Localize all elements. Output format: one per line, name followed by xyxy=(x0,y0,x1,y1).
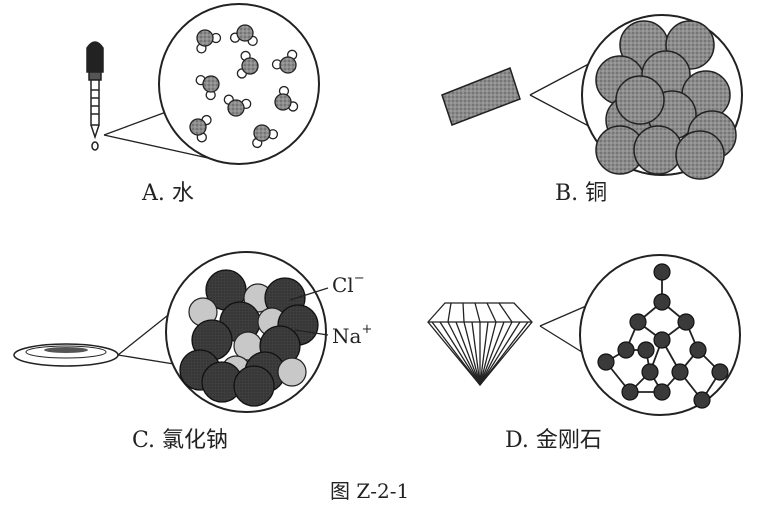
carbon-lattice xyxy=(597,263,729,409)
salt-dish-icon xyxy=(13,343,119,367)
panel-d-diamond: D. 金刚石 xyxy=(427,254,741,453)
carbon-atom xyxy=(653,293,671,311)
oxygen-atom xyxy=(236,24,254,42)
carbon-atom xyxy=(629,313,647,331)
oxygen-atom xyxy=(279,56,297,74)
carbon-atom xyxy=(653,383,671,401)
oxygen-atom xyxy=(253,124,271,142)
oxygen-atom xyxy=(241,57,259,75)
water-molecule xyxy=(196,29,222,54)
copper-atoms xyxy=(595,20,737,180)
sodium-ion xyxy=(277,357,307,387)
copper-atom xyxy=(633,125,683,175)
water-molecule xyxy=(252,124,279,149)
water-molecule xyxy=(274,85,299,112)
carbon-atom xyxy=(711,363,729,381)
oxygen-atom xyxy=(274,93,292,111)
carbon-atom xyxy=(637,341,655,359)
diamond-gem-icon xyxy=(427,302,533,387)
oxygen-atom xyxy=(227,99,245,117)
panel-a-label: A. 水 xyxy=(141,181,194,206)
oxygen-atom xyxy=(189,118,207,136)
panel-b-copper: B. 铜 xyxy=(441,14,743,206)
water-molecule xyxy=(195,74,220,101)
carbon-atom xyxy=(671,363,689,381)
panel-c-label: C. 氯化钠 xyxy=(132,428,228,453)
water-molecule xyxy=(271,49,298,74)
copper-block-icon xyxy=(441,67,521,126)
water-molecule xyxy=(223,94,252,117)
carbon-atom xyxy=(621,383,639,401)
panel-c-nacl: Cl− Na+ C. 氯化钠 xyxy=(13,251,372,453)
carbon-atom xyxy=(653,263,671,281)
carbon-atom xyxy=(689,341,707,359)
carbon-atom xyxy=(693,391,711,409)
oxygen-atom xyxy=(202,75,220,93)
panel-d-label: D. 金刚石 xyxy=(505,428,602,453)
chloride-ion xyxy=(233,365,275,407)
oxygen-atom xyxy=(196,29,214,47)
carbon-atom xyxy=(617,341,635,359)
water-molecules xyxy=(189,24,299,149)
figure-caption: 图 Z-2-1 xyxy=(330,479,409,503)
ion-spheres xyxy=(179,269,319,407)
ion-na-label: Na+ xyxy=(332,322,372,348)
carbon-atom xyxy=(653,331,671,349)
copper-atom xyxy=(675,130,725,180)
water-molecule xyxy=(229,24,258,47)
water-molecule xyxy=(189,114,212,143)
carbon-atom xyxy=(597,353,615,371)
dropper-icon xyxy=(86,41,104,151)
panel-b-label: B. 铜 xyxy=(555,181,607,206)
ion-pointers xyxy=(289,287,329,336)
carbon-atom xyxy=(677,313,695,331)
panel-a-water: A. 水 xyxy=(86,3,320,206)
water-molecule xyxy=(236,50,259,79)
ion-cl-label: Cl− xyxy=(332,271,365,297)
copper-atom xyxy=(615,75,665,125)
carbon-atom xyxy=(641,363,659,381)
